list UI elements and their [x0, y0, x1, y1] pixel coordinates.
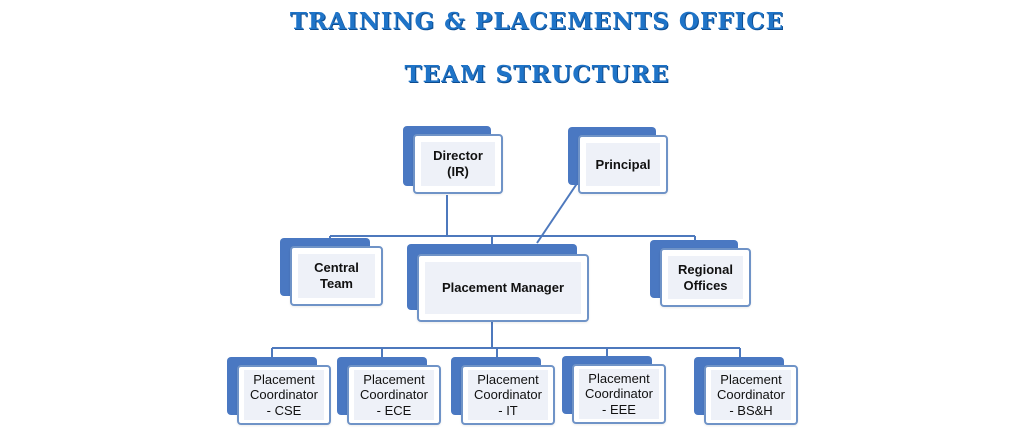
node-placement-manager: Placement Manager — [407, 244, 589, 322]
node-coordinator-ece: Placement Coordinator - ECE — [337, 357, 441, 425]
node-coordinator-ece-label: Placement Coordinator - ECE — [354, 370, 434, 420]
node-coordinator-bsh-label: Placement Coordinator - BS&H — [711, 370, 791, 420]
node-central-team-label: Central Team — [298, 254, 375, 298]
node-coordinator-cse-label: Placement Coordinator - CSE — [244, 370, 324, 420]
node-coordinator-eee: Placement Coordinator - EEE — [562, 356, 666, 424]
page-subtitle: TEAM STRUCTURE — [404, 61, 670, 88]
node-placement-manager-label: Placement Manager — [425, 262, 581, 314]
node-coordinator-it-label: Placement Coordinator - IT — [468, 370, 548, 420]
node-principal-label: Principal — [586, 143, 660, 186]
node-central-team: Central Team — [280, 238, 383, 306]
connector-principal — [536, 181, 579, 244]
node-coordinator-it: Placement Coordinator - IT — [451, 357, 555, 425]
node-coordinator-eee-label: Placement Coordinator - EEE — [579, 369, 659, 419]
node-regional-offices-label: Regional Offices — [668, 256, 743, 299]
node-regional-offices: Regional Offices — [650, 240, 751, 307]
page-title: TRAINING & PLACEMENTS OFFICE — [289, 8, 785, 35]
node-coordinator-cse: Placement Coordinator - CSE — [227, 357, 331, 425]
node-director-label: Director (IR) — [421, 142, 495, 186]
node-principal: Principal — [568, 127, 668, 194]
node-director: Director (IR) — [403, 126, 503, 196]
node-coordinator-bsh: Placement Coordinator - BS&H — [694, 357, 798, 425]
